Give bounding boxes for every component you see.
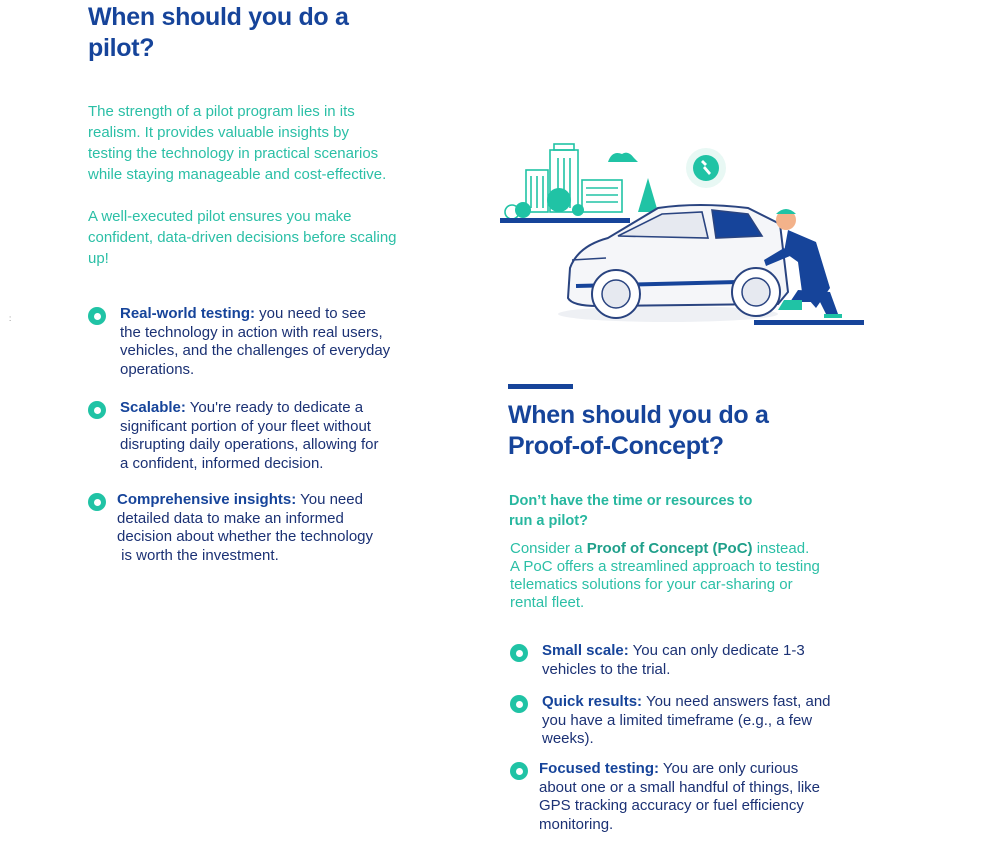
- bullet-line: vehicles, and the challenges of everyday: [120, 342, 391, 359]
- poc-line: rental fleet.: [510, 594, 585, 611]
- bullet-circle-icon: [88, 307, 106, 325]
- intro-line: testing the technology in practical scen…: [88, 145, 379, 162]
- bullet-line: vehicles to the trial.: [542, 660, 671, 678]
- intro-line: while staying manageable and cost-effect…: [88, 166, 387, 183]
- pilot-bullet-real-world: Real-world testing: you need to see the …: [88, 305, 390, 379]
- bullet-label: Quick results:: [542, 693, 643, 710]
- bullet-label: Scalable:: [120, 399, 186, 416]
- bullet-label: Real-world testing:: [120, 305, 256, 322]
- pilot-heading-line-1: When should you do a: [88, 3, 349, 31]
- bullet-first-line: You are only curious: [659, 760, 799, 777]
- pilot-heading: When should you do a pilot?: [88, 2, 349, 64]
- pilot-heading-line-2: pilot?: [88, 34, 155, 62]
- bullet-line: you have a limited timeframe (e.g., a fe…: [542, 711, 813, 729]
- bullet-text: Focused testing: You are only curious ab…: [539, 760, 820, 834]
- bullet-line: is worth the investment.: [117, 546, 279, 564]
- stray-mark: :: [9, 314, 12, 323]
- pilot-outcome-paragraph: A well-executed pilot ensures you make c…: [88, 206, 397, 269]
- bullet-line: about one or a small handful of things, …: [539, 778, 821, 796]
- bullet-first-line: you need to see: [255, 305, 366, 322]
- poc-pre: Consider a: [510, 540, 587, 557]
- bullet-first-line: You can only dedicate 1-3: [628, 642, 805, 659]
- intro-line: The strength of a pilot program lies in …: [88, 103, 355, 120]
- outcome-line: confident, data-driven decisions before …: [88, 229, 397, 246]
- bullet-line: the technology in action with real users…: [120, 323, 383, 341]
- bullet-line: monitoring.: [539, 815, 614, 833]
- subhead-line: run a pilot?: [509, 513, 588, 529]
- poc-line: A PoC offers a streamlined approach to t…: [510, 558, 820, 575]
- car-service-illustration: [500, 143, 864, 325]
- intro-line: realism. It provides valuable insights b…: [88, 124, 349, 141]
- poc-bullet-small-scale: Small scale: You can only dedicate 1-3 v…: [510, 642, 805, 679]
- cloud-icon: [608, 152, 638, 162]
- outcome-line: up!: [88, 250, 109, 267]
- bullet-circle-icon: [88, 493, 106, 511]
- bullet-circle-icon: [510, 695, 528, 713]
- poc-post: instead.: [752, 540, 810, 557]
- section-accent-bar: [508, 384, 573, 389]
- city-skyline: [525, 143, 623, 213]
- bullet-line: weeks).: [542, 730, 594, 747]
- bullet-line: detailed data to make an informed: [117, 509, 344, 527]
- poc-bullet-quick-results: Quick results: You need answers fast, an…: [510, 693, 831, 749]
- bullet-text: Scalable: You're ready to dedicate a sig…: [120, 399, 378, 473]
- bullet-first-line: You need: [296, 491, 363, 508]
- mechanic: [764, 209, 842, 318]
- outcome-line: A well-executed pilot ensures you make: [88, 208, 352, 225]
- poc-bold-term: Proof of Concept (PoC): [586, 540, 753, 557]
- bullet-label: Comprehensive insights:: [117, 491, 297, 508]
- poc-heading: When should you do a Proof-of-Concept?: [508, 400, 769, 462]
- bullet-line: significant portion of your fleet withou…: [120, 417, 371, 435]
- pilot-bullet-comprehensive: Comprehensive insights: You need detaile…: [88, 491, 373, 565]
- bullet-line: operations.: [120, 360, 195, 378]
- bullet-label: Small scale:: [542, 642, 629, 659]
- wrench-icon: [686, 148, 726, 188]
- bullet-line: disrupting daily operations, allowing fo…: [120, 436, 379, 453]
- poc-heading-line-2: Proof-of-Concept?: [508, 432, 724, 460]
- bullet-circle-icon: [88, 401, 106, 419]
- bullet-label: Focused testing:: [539, 760, 660, 777]
- poc-line: telematics solutions for your car-sharin…: [510, 576, 793, 593]
- poc-subheading: Don’t have the time or resources to run …: [509, 491, 752, 531]
- poc-description: Consider a Proof of Concept (PoC) instea…: [510, 540, 820, 612]
- bullet-line: a confident, informed decision.: [120, 454, 324, 472]
- poc-bullet-focused-testing: Focused testing: You are only curious ab…: [510, 760, 820, 834]
- poc-heading-line-1: When should you do a: [508, 401, 769, 429]
- subhead-line: Don’t have the time or resources to: [509, 493, 753, 509]
- car: [558, 204, 790, 322]
- bullet-first-line: You're ready to dedicate a: [185, 399, 364, 416]
- bullet-circle-icon: [510, 644, 528, 662]
- bullet-first-line: You need answers fast, and: [642, 693, 831, 710]
- bullet-text: Comprehensive insights: You need detaile…: [117, 491, 373, 565]
- bullet-text: Small scale: You can only dedicate 1-3 v…: [542, 642, 805, 679]
- bullet-text: Quick results: You need answers fast, an…: [542, 693, 831, 749]
- pine-tree-icon: [638, 178, 658, 212]
- pilot-bullet-scalable: Scalable: You're ready to dedicate a sig…: [88, 399, 378, 473]
- bullet-text: Real-world testing: you need to see the …: [120, 305, 390, 379]
- bullet-line: GPS tracking accuracy or fuel efficiency: [539, 797, 804, 814]
- bullet-line: decision about whether the technology: [117, 528, 374, 545]
- bullet-circle-icon: [510, 762, 528, 780]
- tree-icon: [547, 188, 571, 212]
- pilot-intro-paragraph: The strength of a pilot program lies in …: [88, 101, 386, 185]
